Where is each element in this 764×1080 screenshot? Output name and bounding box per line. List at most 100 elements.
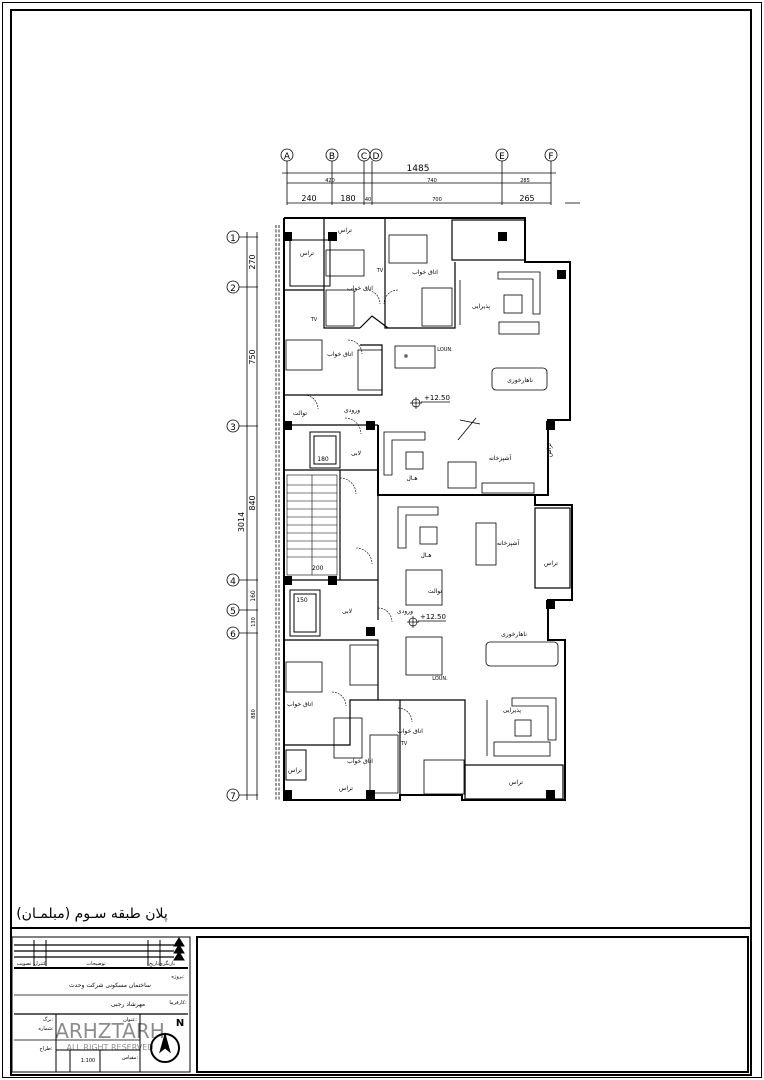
sofa-hall-bottom — [397, 506, 439, 549]
grid-bubble-4: 4 — [226, 573, 258, 587]
drawing-label: 7 — [230, 792, 236, 802]
label-reception: پذیرایی — [503, 707, 521, 714]
drawing-label: بازنگری — [159, 960, 175, 967]
drawing-label: 285 — [520, 178, 530, 184]
drawing-line — [421, 287, 453, 327]
label-bedroom: اتاق خواب — [347, 285, 373, 292]
north-label: N — [176, 1018, 184, 1029]
drawing-label: D — [373, 152, 380, 162]
drawing-label: +12.50 — [420, 613, 446, 621]
watermark-sub: ALL RIGHT RESERVED — [66, 1043, 153, 1052]
drawing-line — [481, 482, 535, 494]
drawing-line — [447, 461, 477, 489]
drawing-line — [546, 790, 555, 799]
drawing-label: 700 — [432, 197, 442, 203]
drawing-label: 840 — [248, 495, 257, 510]
drawing-label: 130 — [251, 617, 257, 627]
drawing-line — [459, 419, 481, 425]
drawing-label: 240 — [301, 194, 316, 203]
grid-bubble-F: F — [544, 148, 558, 205]
drawing-line — [475, 522, 497, 566]
drawing-line — [419, 526, 438, 545]
label-entrance: ورودی — [344, 407, 360, 414]
drawing-label: 3014 — [237, 512, 246, 532]
label-lobby: لابی — [342, 608, 352, 615]
bed — [388, 234, 428, 264]
label-terrace: تراس — [544, 560, 558, 567]
drawing-line — [369, 148, 383, 162]
drawing-label: تاریخ — [149, 961, 160, 967]
drawing-label: 3 — [230, 423, 236, 433]
sheet-inner-border — [10, 9, 752, 1076]
drawing-label: کنترل — [34, 961, 46, 967]
label-toilet: توالت — [428, 588, 442, 595]
drawing-line — [313, 435, 337, 465]
drawing-line — [493, 741, 551, 757]
grid-bubble-2: 2 — [226, 280, 258, 294]
title-block — [11, 936, 749, 1073]
table-reception-top — [503, 294, 523, 314]
walls — [283, 217, 573, 801]
drawing-line — [285, 749, 307, 781]
grid-columns: A B C D E F — [280, 148, 580, 205]
bed — [423, 759, 465, 795]
drawing-line — [283, 790, 292, 799]
label-tv: TV — [310, 317, 318, 323]
grid-bubble-E: E — [495, 148, 509, 205]
label-dining: ناهارخوری — [507, 377, 533, 384]
label-bedroom: اتاق خواب — [397, 728, 423, 735]
drawing-label: 1 — [230, 234, 236, 244]
drawing-label: 270 — [248, 254, 257, 269]
drawing-line — [323, 218, 456, 329]
drawing-line — [293, 593, 317, 633]
grid-bubble-A: A — [280, 148, 294, 205]
drawing-line — [289, 239, 331, 287]
label-bedroom: اتاق خواب — [347, 758, 373, 765]
drawing-label: 420 — [325, 178, 335, 184]
left-dimension-text: 3014 270 750 840 160 130 880 — [237, 254, 257, 718]
drawing-label: طراح: — [39, 1046, 52, 1052]
grid-bubble-3: 3 — [226, 419, 258, 433]
drawing-line — [283, 576, 292, 585]
drawing-label: توضیحات — [86, 961, 106, 967]
drawing-label: شماره: — [38, 1026, 54, 1032]
drawing-line — [289, 589, 321, 637]
label-tv: TV — [376, 268, 384, 274]
label-entrance: ورودی — [397, 608, 413, 615]
drawing-label: مقیاس: — [122, 1055, 138, 1061]
bed — [285, 661, 323, 693]
label-terrace: تراس — [339, 785, 353, 792]
drawing-line — [283, 232, 292, 241]
drawing-line — [365, 289, 381, 305]
drawing-label: 160 — [250, 590, 257, 602]
drawing-line — [546, 600, 555, 609]
door-swings — [303, 289, 413, 723]
drawing-line — [394, 345, 436, 369]
drawing-line — [11, 936, 191, 1073]
drawing-line — [451, 219, 526, 261]
drawing-line — [355, 547, 373, 565]
drawing-label: 4 — [230, 577, 236, 587]
sheet-title: پلان طبقه سـوم (مبلمـان) — [16, 906, 168, 922]
drawing-line — [359, 315, 389, 329]
label-bedroom: اتاق خواب — [327, 351, 353, 358]
drawing-label: ساختمان مسکونی شرکت وحدت — [69, 982, 151, 989]
drawing-line — [284, 699, 466, 800]
drawing-line — [283, 421, 292, 430]
drawing-line — [464, 764, 564, 800]
drawing-line — [457, 417, 477, 441]
elevators: 180 150 200 — [289, 431, 341, 637]
grid-bubble-6: 6 — [226, 626, 258, 640]
label-terrace: تراس — [546, 443, 553, 457]
drawing-line — [405, 451, 424, 470]
drawing-label: 200 — [312, 565, 324, 572]
drawing-line — [534, 507, 571, 589]
bed — [285, 339, 323, 371]
drawing-line — [357, 349, 383, 391]
sofa-reception-top — [497, 271, 541, 315]
drawing-label: 180 — [340, 194, 355, 203]
drawing-line — [397, 707, 413, 723]
drawing-line — [369, 734, 399, 794]
level-markers: +12.50 +12.50 — [407, 394, 450, 628]
